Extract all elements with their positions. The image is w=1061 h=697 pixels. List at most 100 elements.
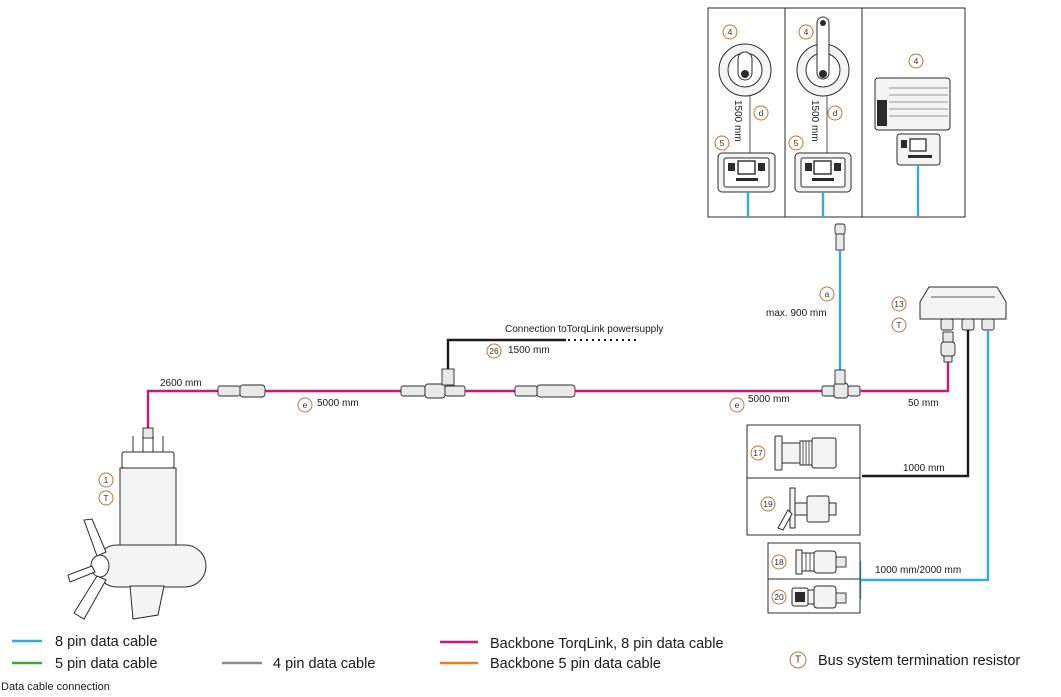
svg-text:1: 1 (104, 475, 109, 485)
power-cable (446, 338, 566, 369)
callout-gateway-terminator: T (891, 317, 907, 333)
panel-cable-left-length: 1500 mm (732, 100, 743, 142)
legend-label-4pin: 4 pin data cable (273, 656, 375, 672)
gateway-link-length: 50 mm (908, 398, 939, 409)
display-right-screen (813, 160, 832, 175)
legend-label-5pin: 5 pin data cable (55, 656, 157, 672)
callout-motor-terminator: T (98, 490, 114, 506)
legend: 8 pin data cable 5 pin data cable 4 pin … (1, 634, 1020, 693)
callout-panel-motor-display: 4 (908, 53, 924, 69)
motor-head-display-logo (908, 155, 932, 158)
display-left-keys-right (758, 163, 765, 171)
svg-text:4: 4 (728, 27, 733, 37)
callout-panel-throttle-left: 4 (722, 24, 738, 40)
propeller-blade-lower (73, 575, 107, 620)
svg-text:5: 5 (720, 138, 725, 148)
display-left (717, 152, 776, 193)
callout-drop-cable: a (819, 286, 835, 302)
legend-label-backbone-torqlink: Backbone TorqLink, 8 pin data cable (490, 636, 724, 652)
callout-device-20: 20 (771, 589, 787, 605)
motor-head-side-block (877, 100, 887, 126)
motor-head-housing (874, 77, 951, 131)
gateway-port-1 (940, 318, 954, 331)
device-19 (777, 487, 837, 531)
callout-panel-cable-right: d (827, 105, 843, 121)
svg-text:T: T (896, 320, 901, 330)
svg-text:e: e (735, 400, 740, 410)
panel-cable-right-length: 1500 mm (809, 100, 820, 142)
legend-label-backbone-5pin: Backbone 5 pin data cable (490, 656, 661, 672)
callout-device-19: 19 (760, 496, 776, 512)
callout-backbone-cable-left: e (297, 397, 313, 413)
device-17 (774, 435, 837, 471)
backbone-left-length: 5000 mm (317, 398, 359, 409)
drop-cable-length: max. 900 mm (766, 308, 827, 319)
propeller-blade-upper (83, 518, 107, 557)
motor-pod (95, 544, 207, 588)
svg-text:13: 13 (894, 299, 904, 309)
svg-text:a: a (825, 289, 830, 299)
backbone-connector-2 (514, 384, 576, 398)
throttle-left (718, 43, 772, 97)
svg-text:T: T (795, 655, 801, 666)
throttle-right (796, 16, 850, 97)
blue-cable (860, 330, 990, 582)
device-20 (791, 585, 847, 609)
callout-device-18: 18 (771, 554, 787, 570)
control-panel: 1500 mm 1500 mm (707, 7, 966, 218)
accessory-box-17-19 (746, 424, 861, 536)
svg-text:4: 4 (804, 27, 809, 37)
callout-panel-cable-left: d (753, 105, 769, 121)
outboard-motor (67, 427, 207, 620)
blue-cable-length: 1000 mm/2000 mm (875, 565, 961, 576)
callout-panel-throttle-right: 4 (798, 24, 814, 40)
propeller-blade-front (67, 565, 96, 583)
svg-text:4: 4 (914, 56, 919, 66)
backbone-connector-1 (217, 384, 266, 398)
gateway-port-3 (981, 318, 995, 331)
display-right-logo (812, 178, 834, 181)
callout-device-17: 17 (750, 445, 766, 461)
display-right (794, 152, 852, 193)
gateway (919, 286, 1007, 331)
motor-skeg (129, 585, 165, 620)
black-cable-length: 1000 mm (903, 463, 945, 474)
throttle-right-knob-top (820, 20, 826, 26)
svg-text:e: e (303, 400, 308, 410)
svg-text:d: d (759, 108, 764, 118)
svg-text:d: d (833, 108, 838, 118)
propeller-hub (90, 554, 110, 578)
callout-power-cable: 26 (486, 343, 502, 359)
svg-text:5: 5 (794, 138, 799, 148)
motor-cable (146, 389, 218, 430)
drop-cable-connector (834, 223, 846, 251)
callout-gateway: 13 (891, 296, 907, 312)
motor-top-cap (121, 451, 175, 469)
gateway-housing (919, 286, 1007, 320)
legend-label-8pin: 8 pin data cable (55, 634, 157, 650)
backbone-t-connector-power (400, 368, 466, 399)
power-cable-length: 1500 mm (508, 345, 550, 356)
svg-text:T: T (103, 493, 108, 503)
svg-text:19: 19 (763, 499, 773, 509)
gateway-link-cable (860, 362, 950, 393)
svg-text:17: 17 (753, 448, 763, 458)
display-right-keys-right (834, 163, 841, 171)
callout-backbone-cable-right: e (729, 397, 745, 413)
display-left-screen (737, 160, 756, 175)
display-left-logo (736, 178, 758, 181)
svg-text:26: 26 (489, 346, 499, 356)
callout-panel-display-left: 5 (714, 135, 730, 151)
callout-panel-display-right: 5 (788, 135, 804, 151)
backbone-t-connector-panel (821, 369, 861, 399)
black-cable (862, 330, 970, 478)
legend-label-termination: Bus system termination resistor (818, 653, 1020, 669)
device-18 (795, 549, 847, 575)
throttle-left-knob (741, 70, 749, 78)
backbone-right-length: 5000 mm (748, 394, 790, 405)
motor-cable-gland (142, 427, 154, 439)
svg-text:18: 18 (774, 557, 784, 567)
gateway-port-2 (961, 318, 975, 331)
display-left-keys (728, 163, 735, 171)
